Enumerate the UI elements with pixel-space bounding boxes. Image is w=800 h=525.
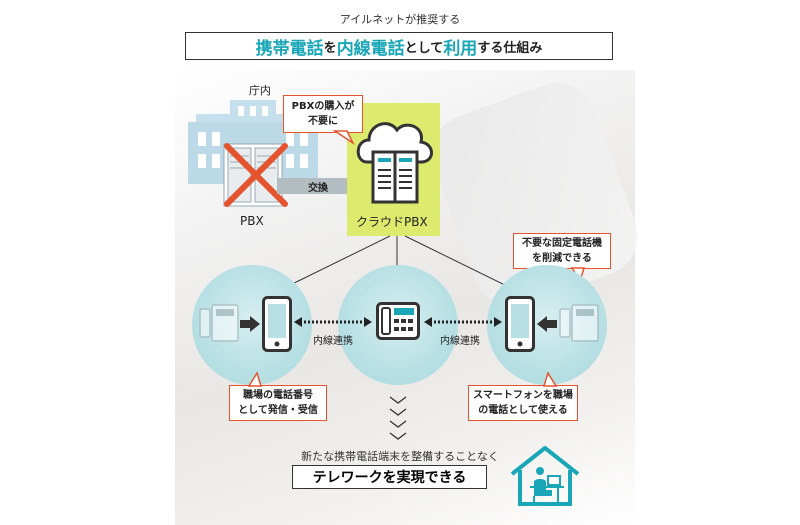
link-label-right: 内線連携: [440, 336, 480, 347]
arrow-right-icon: [240, 316, 260, 332]
header-subtitle: アイルネットが推奨する: [339, 13, 461, 26]
cloud-server-icon: [356, 122, 433, 204]
cloud-pbx-label: クラウドPBX: [356, 215, 428, 229]
callout-no-pbx-pointer: [332, 130, 355, 146]
callout-reduce-fixed-line-2: を削減できる: [532, 253, 592, 264]
title-part-4: として: [404, 40, 444, 56]
page-title: 携帯電話 を 内線電話 として 利用 する仕組み: [185, 32, 613, 60]
callout-work-number-pointer: [247, 371, 263, 387]
callout-no-pbx: PBXの購入が 不要に: [283, 95, 363, 133]
title-part-6: する仕組み: [477, 40, 543, 56]
cross-icon: [224, 143, 288, 207]
smartphone-icon: [505, 296, 535, 352]
title-part-3: 内線電話: [336, 38, 405, 59]
arrow-left-icon: [537, 316, 557, 332]
exchange-arrow: [277, 172, 365, 200]
chevron-down-icon: [389, 396, 407, 440]
callout-work-number-line-1: 職場の電話番号: [243, 390, 313, 401]
callout-smartphone-work-line-1: スマートフォンを職場: [473, 390, 573, 401]
callout-work-number-line-2: として発信・受信: [238, 405, 318, 416]
office-label: 庁内: [249, 84, 271, 97]
title-part-1: 携帯電話: [255, 38, 324, 59]
exchange-label: 交換: [308, 183, 328, 194]
callout-no-pbx-line-2: 不要に: [308, 116, 338, 127]
footer-sub: 新たな携帯電話端末を整備することなく: [301, 450, 499, 463]
link-label-left: 内線連携: [313, 336, 353, 347]
desk-phone-icon: [559, 304, 599, 342]
desk-phone-icon: [376, 302, 420, 340]
callout-smartphone-work: スマートフォンを職場 の電話として使える: [468, 385, 578, 421]
desk-phone-icon: [199, 304, 239, 342]
footer-main: テレワークを実現できる: [292, 465, 487, 489]
callout-smartphone-work-line-2: の電話として使える: [478, 405, 568, 416]
title-part-5: 利用: [443, 38, 478, 59]
callout-reduce-fixed: 不要な固定電話機 を削減できる: [513, 233, 611, 269]
house-telework-icon: [510, 446, 580, 506]
callout-no-pbx-line-1: PBXの購入が: [291, 101, 355, 112]
title-part-2: を: [323, 40, 337, 56]
callout-work-number: 職場の電話番号 として発信・受信: [229, 385, 327, 421]
callout-reduce-fixed-line-1: 不要な固定電話機: [522, 238, 602, 249]
smartphone-icon: [262, 296, 292, 352]
pbx-label: PBX: [240, 214, 264, 228]
callout-smartphone-work-pointer: [542, 371, 558, 387]
